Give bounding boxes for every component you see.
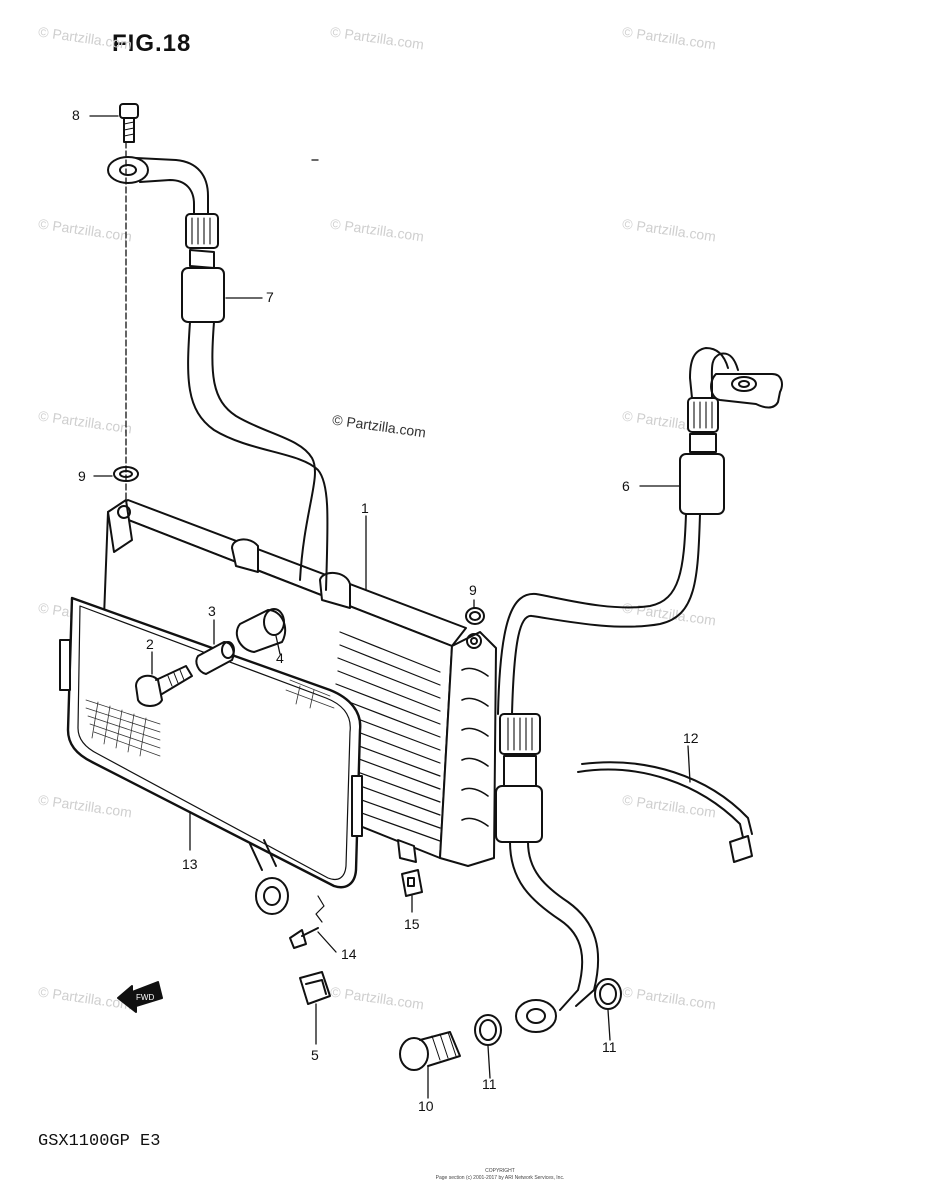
nut-5[interactable] bbox=[299, 971, 331, 1005]
callout-14: 14 bbox=[341, 946, 357, 962]
callout-13: 13 bbox=[182, 856, 198, 872]
screw-14[interactable] bbox=[289, 895, 325, 949]
copyright-line-1: COPYRIGHT bbox=[485, 1168, 515, 1174]
figure-title: FIG.18 bbox=[112, 30, 192, 57]
lower-oil-hose[interactable] bbox=[495, 347, 783, 1033]
callout-3: 3 bbox=[208, 603, 216, 619]
banjo-bolt-8[interactable] bbox=[119, 103, 139, 143]
copyright-line-2: Page section (c) 2001-2017 by ARI Networ… bbox=[435, 1175, 565, 1181]
callout-11b: 11 bbox=[602, 1039, 617, 1055]
clip-15[interactable] bbox=[401, 869, 423, 897]
callout-5: 5 bbox=[311, 1047, 319, 1063]
fwd-label: FWD bbox=[136, 993, 154, 1002]
callout-15: 15 bbox=[404, 916, 420, 932]
callout-11: 11 bbox=[482, 1076, 497, 1092]
lower-banjo-fitting-left bbox=[249, 839, 289, 915]
callout-2: 2 bbox=[146, 636, 154, 652]
callout-9b: 9 bbox=[469, 582, 477, 598]
callout-9: 9 bbox=[78, 468, 86, 484]
gasket-9-right[interactable] bbox=[465, 607, 485, 625]
washer-11-right[interactable] bbox=[594, 978, 622, 1010]
washer-11-left[interactable] bbox=[474, 1014, 502, 1046]
callout-8: 8 bbox=[72, 107, 80, 123]
mounting-bolt-2[interactable] bbox=[135, 665, 193, 707]
collar-3[interactable] bbox=[195, 641, 235, 675]
callout-12: 12 bbox=[683, 730, 699, 746]
callout-1: 1 bbox=[361, 500, 369, 516]
fwd-arrow: FWD bbox=[117, 981, 163, 1013]
callout-4: 4 bbox=[276, 650, 284, 666]
copyright-note: COPYRIGHT Page section (c) 2001-2017 by … bbox=[400, 1168, 600, 1182]
cooler-guard-screen[interactable] bbox=[59, 596, 363, 889]
hose-clamp-12[interactable] bbox=[577, 761, 753, 863]
model-code: GSX1100GP E3 bbox=[38, 1132, 161, 1151]
callout-6: 6 bbox=[622, 478, 630, 494]
leader-lines bbox=[89, 115, 691, 1099]
cushion-4[interactable] bbox=[235, 608, 287, 653]
plug-bolt-10[interactable] bbox=[399, 1031, 461, 1071]
callout-10: 10 bbox=[418, 1098, 434, 1114]
upper-oil-hose[interactable] bbox=[107, 156, 329, 591]
callout-7: 7 bbox=[266, 289, 274, 305]
